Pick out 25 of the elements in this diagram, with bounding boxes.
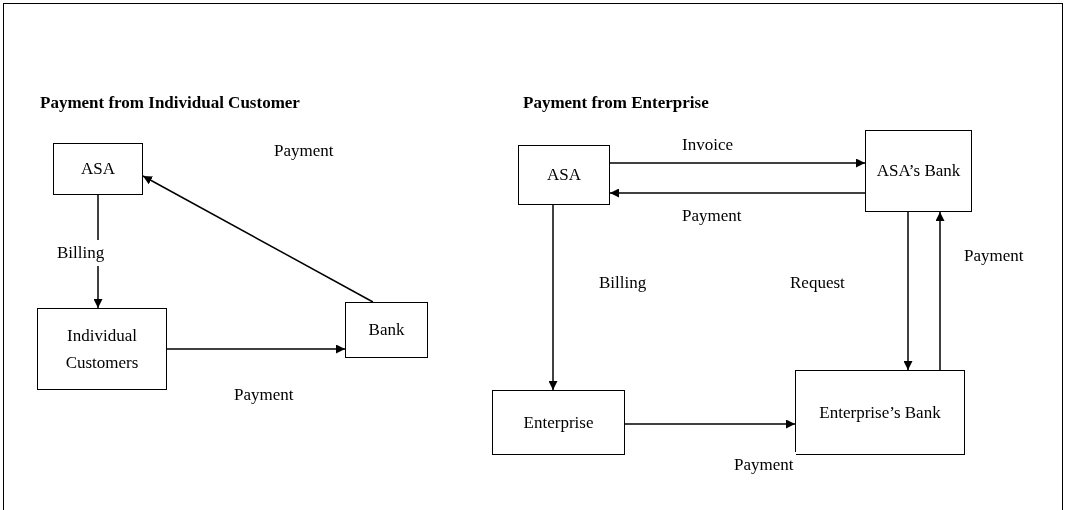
section-title: Payment from Individual Customer [40, 92, 300, 114]
arrow [609, 188, 866, 198]
process-box [518, 145, 610, 205]
arrow [548, 204, 558, 391]
process-box [37, 308, 167, 390]
arrow [142, 175, 374, 303]
process-box [345, 302, 428, 358]
process-box [53, 143, 143, 195]
box-label: ASA [547, 164, 581, 187]
arrow [903, 211, 913, 371]
arrow [935, 211, 945, 371]
edge-label: Billing [55, 240, 107, 266]
arrow [166, 344, 346, 354]
box-label: ASA [81, 158, 115, 181]
box-label: Enterprise’s Bank [819, 401, 941, 424]
process-box [492, 390, 625, 455]
arrow [609, 158, 866, 168]
section-title: Payment from Enterprise [523, 92, 709, 114]
box-label: ASA’s Bank [876, 160, 961, 183]
box-label: Enterprise [523, 411, 594, 434]
box-label: Bank [368, 319, 405, 342]
box-label: Individual Customers [64, 324, 140, 374]
arrow [624, 419, 796, 429]
process-box [795, 370, 965, 455]
process-box [865, 130, 972, 212]
